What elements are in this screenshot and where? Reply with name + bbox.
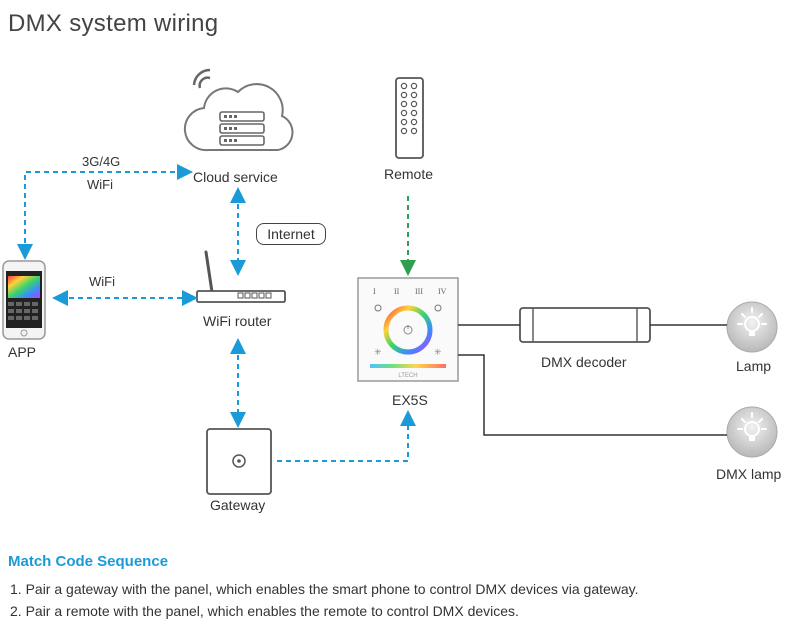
panel-zone-label: II — [394, 287, 400, 296]
dmx-decoder-icon — [519, 307, 651, 343]
svg-text:✳: ✳ — [434, 348, 442, 358]
panel-zone-label: III — [415, 287, 423, 296]
sequence-step: 2. Pair a remote with the panel, which e… — [10, 603, 519, 619]
gateway-icon — [206, 428, 272, 495]
app-label: APP — [8, 344, 37, 360]
smartphone-icon — [2, 260, 46, 340]
network-link — [17, 164, 416, 462]
dmx-decoder-label: DMX decoder — [541, 354, 627, 370]
panel-zone-label: IV — [438, 287, 447, 296]
wifi-router-icon — [196, 250, 286, 303]
dmx-lamp-label: DMX lamp — [716, 466, 782, 482]
panel-zone-label: I — [373, 287, 376, 296]
dmx-wire — [458, 324, 727, 436]
page-title: DMX system wiring — [8, 10, 219, 37]
sequence-step: 1. Pair a gateway with the panel, which … — [10, 581, 639, 597]
cloud-service-label: Cloud service — [193, 169, 278, 185]
ex5s-label: EX5S — [392, 392, 428, 408]
link-label-3g4g: 3G/4G — [82, 154, 121, 169]
lamp-icon — [726, 301, 778, 353]
svg-text:✳: ✳ — [374, 348, 382, 358]
remote-label: Remote — [384, 166, 434, 182]
link-label-wifi-cloud: WiFi — [87, 177, 113, 192]
cloud-icon — [183, 68, 294, 152]
dmx-lamp-icon — [726, 406, 778, 458]
link-label-wifi-router: WiFi — [89, 274, 115, 289]
panel-brand: LTECH — [398, 373, 417, 379]
internet-label: Internet — [256, 223, 326, 245]
remote-icon — [395, 77, 424, 159]
ex5s-panel: I II III IV ✳ ✳ LTECH — [357, 277, 459, 382]
lamp-label: Lamp — [736, 358, 772, 374]
wifi-router-label: WiFi router — [203, 313, 272, 329]
sequence-heading: Match Code Sequence — [8, 553, 169, 570]
gateway-label: Gateway — [210, 497, 266, 513]
